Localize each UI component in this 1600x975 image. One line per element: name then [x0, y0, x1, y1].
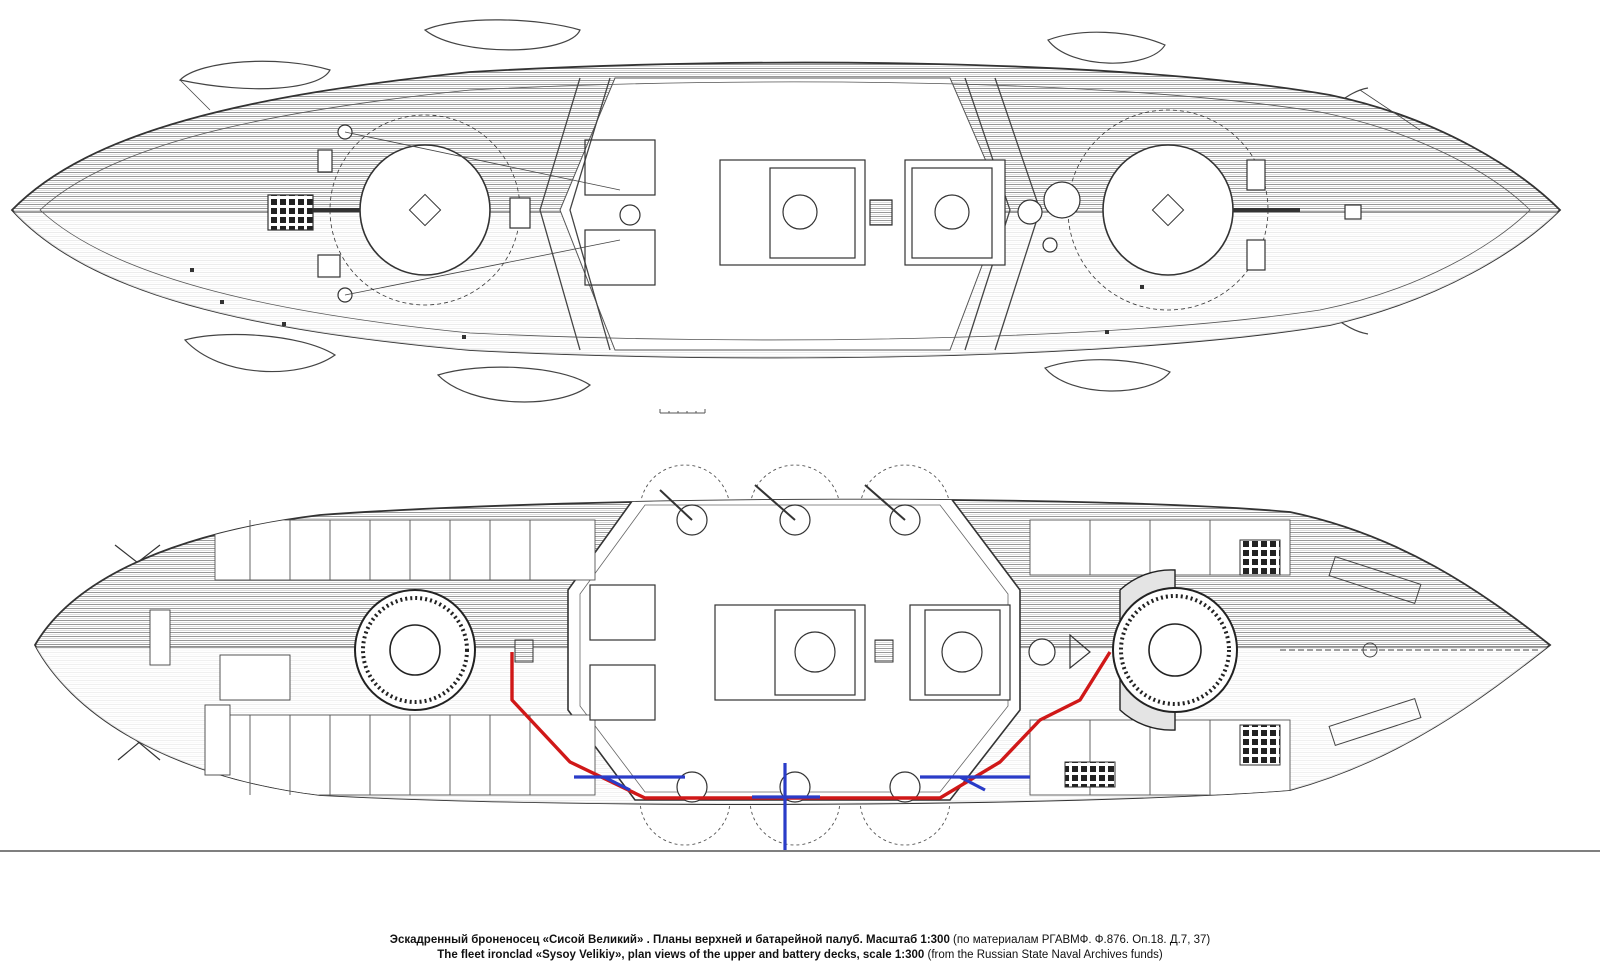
red-armor-outline: [510, 651, 1112, 800]
caption-english-title: The fleet ironclad «Sysoy Velikiy», plan…: [437, 949, 925, 961]
caption-english: The fleet ironclad «Sysoy Velikiy», plan…: [0, 948, 1600, 963]
upper-aft-turret: [310, 114, 521, 306]
blue-markers: [574, 763, 1030, 850]
upper-deck-plan: [10, 19, 1562, 414]
battery-aft-barbette: [354, 589, 476, 711]
battery-deck-plan: [0, 464, 1600, 852]
caption-russian-title: Эскадренный броненосец «Сисой Великий» .…: [389, 934, 950, 946]
scale-bar: [659, 409, 706, 414]
upper-fore-turret: [1067, 109, 1300, 311]
caption-russian-source: (по материалам РГАВМФ. Ф.876. Оп.18. Д.7…: [953, 934, 1211, 946]
caption-english-source: (from the Russian State Naval Archives f…: [927, 949, 1163, 961]
boats: [178, 19, 1369, 403]
caption-russian: Эскадренный броненосец «Сисой Великий» .…: [0, 933, 1600, 948]
battery-fore-barbette: [1112, 569, 1238, 731]
